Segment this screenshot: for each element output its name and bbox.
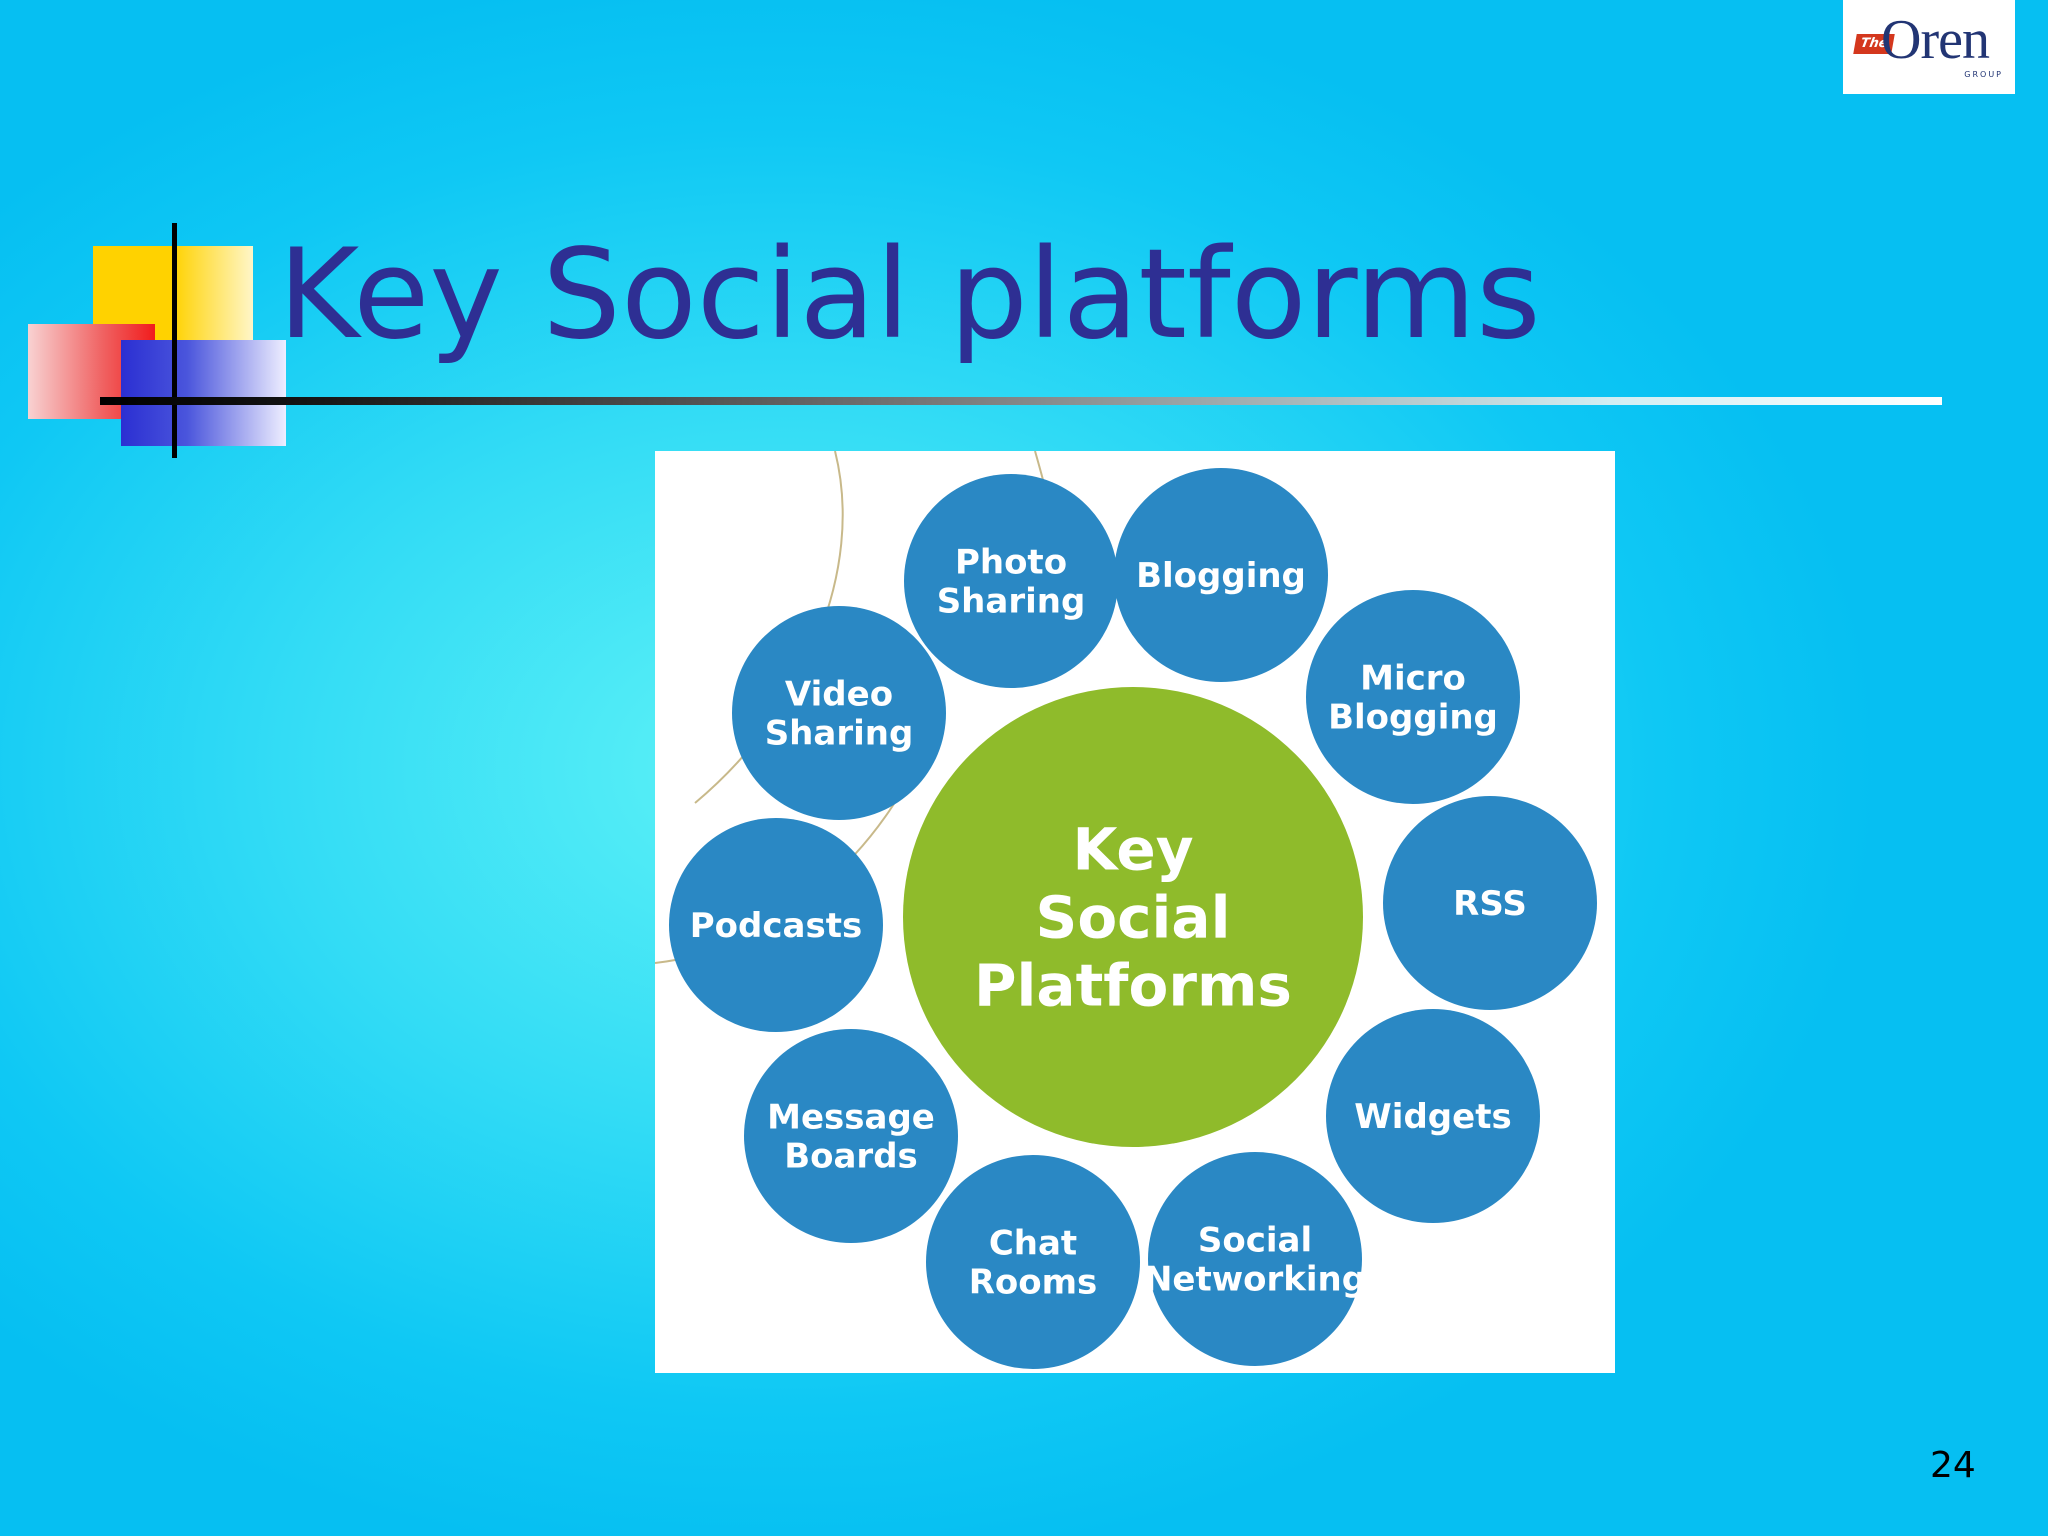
node-micro-blogging-label-line-1: Micro [1360,658,1466,698]
logo: The Oren GROUP [1843,0,2015,94]
node-video-sharing-circle [732,606,946,820]
node-video-sharing-label-line-2: Sharing [765,713,914,753]
node-chat-rooms-label-line-2: Rooms [969,1262,1098,1302]
logo-name: Oren [1881,9,1990,71]
page-title: Key Social platforms [278,223,1541,367]
node-social-networking-label-line-1: Social [1198,1220,1312,1260]
title-decoration-vertical-line [172,223,177,458]
node-social-networking-label-line-2: Networking [1144,1259,1366,1299]
title-rule [100,397,1942,405]
node-micro-blogging-label-line-2: Blogging [1328,697,1498,737]
center-node-label-line-3: Platforms [974,951,1292,1019]
node-widgets: Widgets [1326,1009,1540,1223]
node-widgets-circle [1326,1009,1540,1223]
node-blogging: Blogging [1114,468,1328,682]
node-micro-blogging-circle [1306,590,1520,804]
node-rss-circle [1383,796,1597,1010]
center-node-label-line-1: Key [1072,815,1193,883]
node-chat-rooms-circle [926,1155,1140,1369]
node-widgets-label-line-1: Widgets [1354,1097,1511,1137]
node-podcasts-label-line-1: Podcasts [690,906,862,946]
node-blogging-circle [1114,468,1328,682]
node-chat-rooms-label-line-1: Chat [989,1223,1077,1263]
page-number: 24 [1930,1445,1976,1486]
center-node-circle [903,687,1363,1147]
node-blogging-label-line-1: Blogging [1136,556,1306,596]
node-photo-sharing-label-line-1: Photo [955,542,1067,582]
node-rss: RSS [1383,796,1597,1010]
logo-subtitle: GROUP [1964,70,2003,79]
node-message-boards-label-line-2: Boards [784,1136,918,1176]
center-node-label-line-2: Social [1036,883,1231,951]
node-video-sharing-label-line-1: Video [785,674,893,714]
node-podcasts: Podcasts [669,818,883,1032]
node-social-networking-circle [1148,1152,1362,1366]
node-photo-sharing-circle [904,474,1118,688]
title-decoration-blue-square [121,340,286,446]
node-message-boards-circle [744,1029,958,1243]
social-platforms-diagram: KeySocialPlatformsPhotoSharingBloggingMi… [655,451,1597,1369]
node-podcasts-circle [669,818,883,1032]
node-photo-sharing-label-line-2: Sharing [937,581,1086,621]
node-rss-label-line-1: RSS [1453,884,1527,924]
node-message-boards-label-line-1: Message [767,1097,935,1137]
